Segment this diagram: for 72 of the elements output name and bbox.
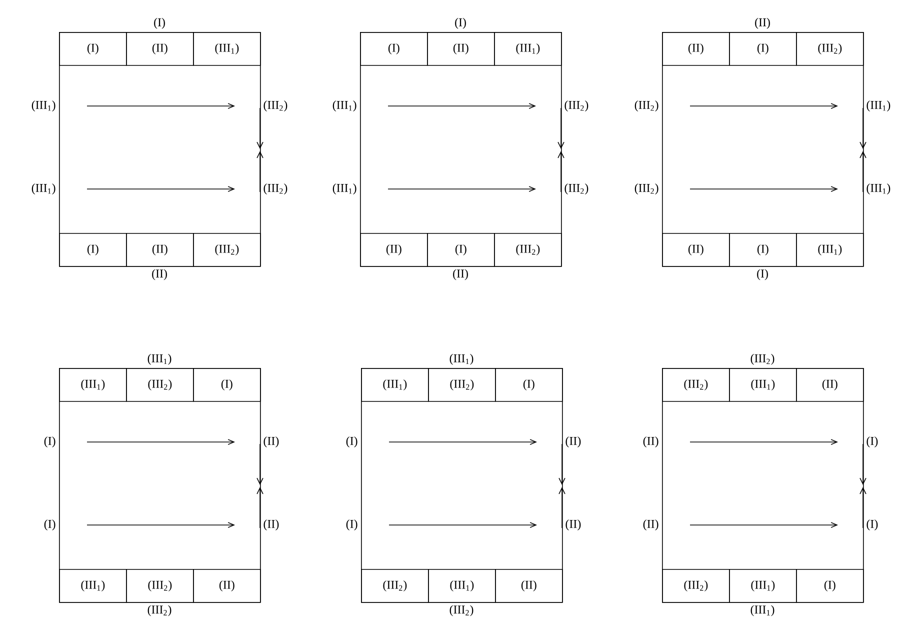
- table-cell: (II): [126, 233, 194, 267]
- table-cell: (III$_{2}$): [428, 368, 496, 402]
- table-cell: (III$_{1}$): [428, 569, 496, 603]
- table-cell: (III$_{1}$): [59, 569, 127, 603]
- table-cell: (III$_{1}$): [193, 32, 261, 66]
- panel-label: (I): [346, 520, 358, 530]
- panel-label: (III$_{1}$): [866, 184, 890, 194]
- panel-label: (III$_{1}$): [866, 100, 890, 112]
- table-cell: (III$_{1}$): [59, 368, 127, 402]
- table-cell: (I): [59, 233, 127, 267]
- panel-label: (II): [566, 520, 581, 530]
- panel-label: (I): [44, 520, 56, 530]
- panel-label: (I): [757, 269, 768, 280]
- table-cell: (III$_{2}$): [126, 368, 194, 402]
- panel-label: (I): [154, 18, 165, 29]
- table-cell: (II): [495, 569, 563, 603]
- table-cell: (III$_{1}$): [494, 32, 562, 66]
- panel-label: (III$_{1}$): [32, 100, 56, 112]
- table-cell: (III$_{2}$): [796, 32, 864, 66]
- panel-label: (III$_{1}$): [332, 100, 356, 112]
- panel-label: (III$_{2}$): [450, 605, 474, 616]
- panel-label: (I): [346, 436, 358, 448]
- table-cell: (III$_{1}$): [729, 569, 797, 603]
- panel-label: (III$_{1}$): [750, 605, 774, 616]
- table-cell: (II): [427, 32, 495, 66]
- table-cell: (I): [193, 368, 261, 402]
- panel-label: (III$_{2}$): [264, 100, 288, 112]
- table-cell: (I): [59, 32, 127, 66]
- table-cell: (I): [427, 233, 495, 267]
- panel-label: (III$_{2}$): [750, 354, 774, 365]
- panel-label: (II): [643, 520, 658, 530]
- panel-label: (I): [44, 436, 56, 448]
- table-cell: (I): [360, 32, 428, 66]
- table-cell: (III$_{1}$): [729, 368, 797, 402]
- table-cell: (II): [193, 569, 261, 603]
- panel-label: (II): [264, 520, 279, 530]
- table-cell: (III$_{1}$): [361, 368, 429, 402]
- table-cell: (III$_{2}$): [494, 233, 562, 267]
- panel-label: (II): [566, 436, 581, 448]
- table-cell: (III$_{2}$): [361, 569, 429, 603]
- panel-label: (III$_{2}$): [564, 184, 588, 194]
- panel-label: (II): [755, 18, 770, 29]
- panel-label: (III$_{2}$): [634, 184, 658, 194]
- table-cell: (II): [796, 368, 864, 402]
- panel-label: (III$_{1}$): [332, 184, 356, 194]
- panel-label: (II): [643, 436, 658, 448]
- panel-label: (II): [453, 269, 468, 280]
- panel-label: (III$_{1}$): [450, 354, 474, 365]
- table-cell: (II): [126, 32, 194, 66]
- table-cell: (II): [360, 233, 428, 267]
- panel-label: (III$_{1}$): [148, 354, 172, 365]
- panel-label: (III$_{2}$): [634, 100, 658, 112]
- panel-label: (I): [455, 18, 466, 29]
- panel-label: (I): [866, 436, 878, 448]
- table-cell: (III$_{1}$): [796, 233, 864, 267]
- panel-label: (I): [866, 520, 878, 530]
- table-cell: (II): [662, 32, 730, 66]
- table-cell: (II): [662, 233, 730, 267]
- panel-label: (II): [264, 436, 279, 448]
- panel-label: (III$_{2}$): [148, 605, 172, 616]
- panel-label: (III$_{2}$): [564, 100, 588, 112]
- table-cell: (I): [796, 569, 864, 603]
- panel-label: (II): [152, 269, 167, 280]
- panel-label: (III$_{1}$): [32, 184, 56, 194]
- table-cell: (III$_{2}$): [662, 569, 730, 603]
- table-cell: (I): [495, 368, 563, 402]
- panel-label: (III$_{2}$): [264, 184, 288, 194]
- table-cell: (III$_{2}$): [126, 569, 194, 603]
- table-cell: (III$_{2}$): [662, 368, 730, 402]
- table-cell: (I): [729, 233, 797, 267]
- table-cell: (I): [729, 32, 797, 66]
- table-cell: (III$_{2}$): [193, 233, 261, 267]
